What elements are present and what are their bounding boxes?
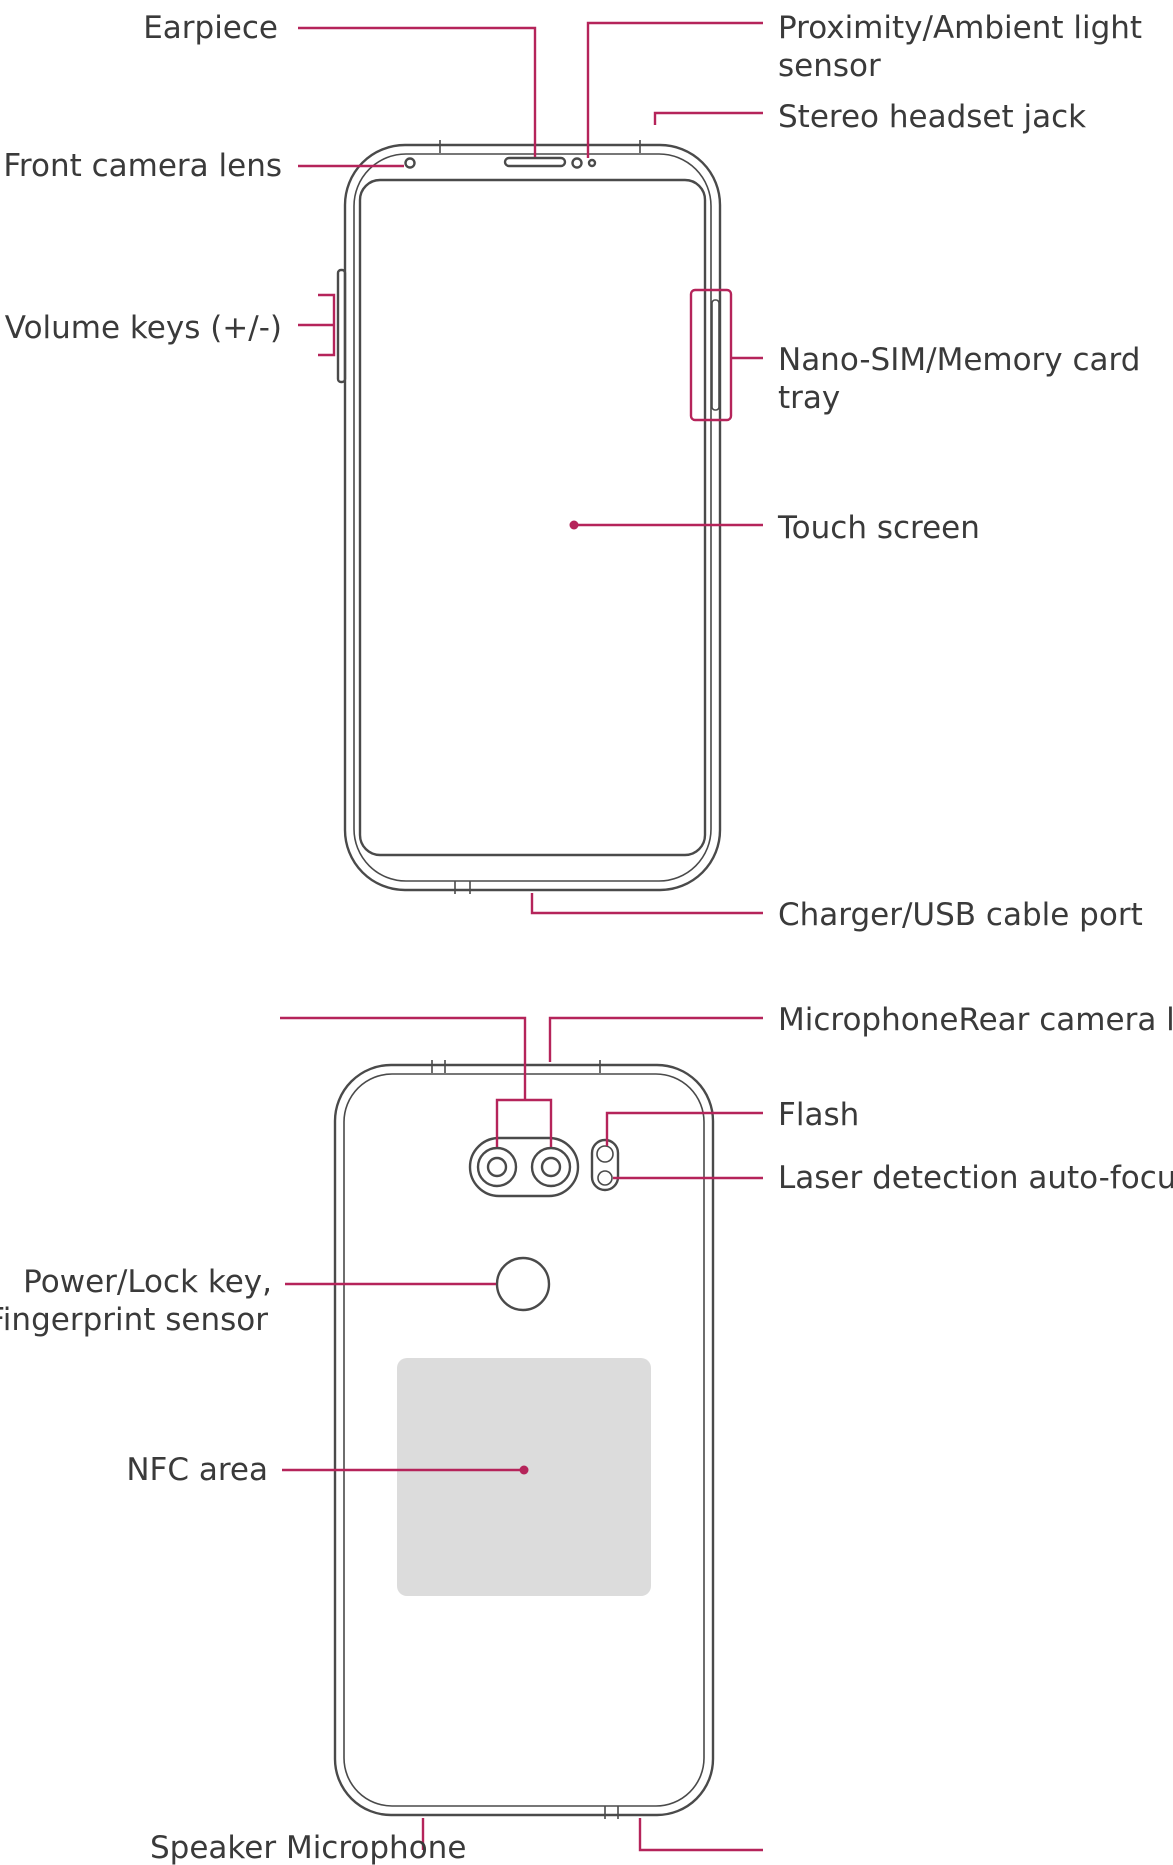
flash-element — [596, 1145, 614, 1163]
label-flash: Flash — [778, 1097, 859, 1133]
label-microphone-rear-camera: MicrophoneRear camera le — [778, 1002, 1173, 1038]
label-volume-keys: Volume keys (+/-) — [5, 310, 282, 346]
label-front-camera: Front camera lens — [3, 148, 282, 184]
front-view — [336, 140, 722, 894]
label-speaker-microphone: Speaker Microphone — [150, 1830, 466, 1865]
earpiece-slot — [503, 156, 567, 168]
label-charger-port: Charger/USB cable port — [778, 897, 1143, 933]
rear-camera-lens-1 — [476, 1146, 518, 1188]
front-phone-body — [343, 140, 722, 894]
label-nfc: NFC area — [126, 1452, 268, 1488]
label-touch-screen: Touch screen — [777, 510, 980, 546]
proximity-sensor — [571, 157, 583, 169]
rear-camera-lens-2 — [530, 1146, 572, 1188]
back-leader-lines — [280, 1016, 763, 1852]
volume-keys — [336, 268, 347, 384]
label-earpiece: Earpiece — [143, 10, 278, 46]
label-headset-jack: Stereo headset jack — [778, 99, 1086, 135]
back-labels: MicrophoneRear camera le Flash Laser det… — [0, 1002, 1173, 1865]
label-laser-af: Laser detection auto-focus — [778, 1160, 1173, 1196]
nfc-area — [397, 1358, 651, 1596]
laser-af-element — [597, 1170, 613, 1186]
label-sim-tray-line2: tray — [778, 380, 840, 416]
front-screen — [358, 178, 707, 857]
fingerprint-sensor — [495, 1256, 551, 1312]
front-camera-lens — [404, 157, 416, 169]
front-labels: Earpiece Proximity/Ambient light sensor … — [3, 10, 1142, 933]
front-leader-lines — [298, 21, 763, 915]
back-view — [333, 1060, 715, 1819]
label-proximity-line1: Proximity/Ambient light — [778, 10, 1142, 46]
label-sim-tray-line1: Nano-SIM/Memory card — [778, 342, 1140, 378]
label-power-line1: Power/Lock key, — [23, 1264, 272, 1300]
flash-laser-module — [590, 1138, 620, 1192]
label-proximity-line2: sensor — [778, 48, 881, 84]
rear-camera-module — [468, 1136, 580, 1198]
sim-tray — [711, 299, 720, 411]
label-power-line2: Fingerprint sensor — [0, 1302, 268, 1338]
